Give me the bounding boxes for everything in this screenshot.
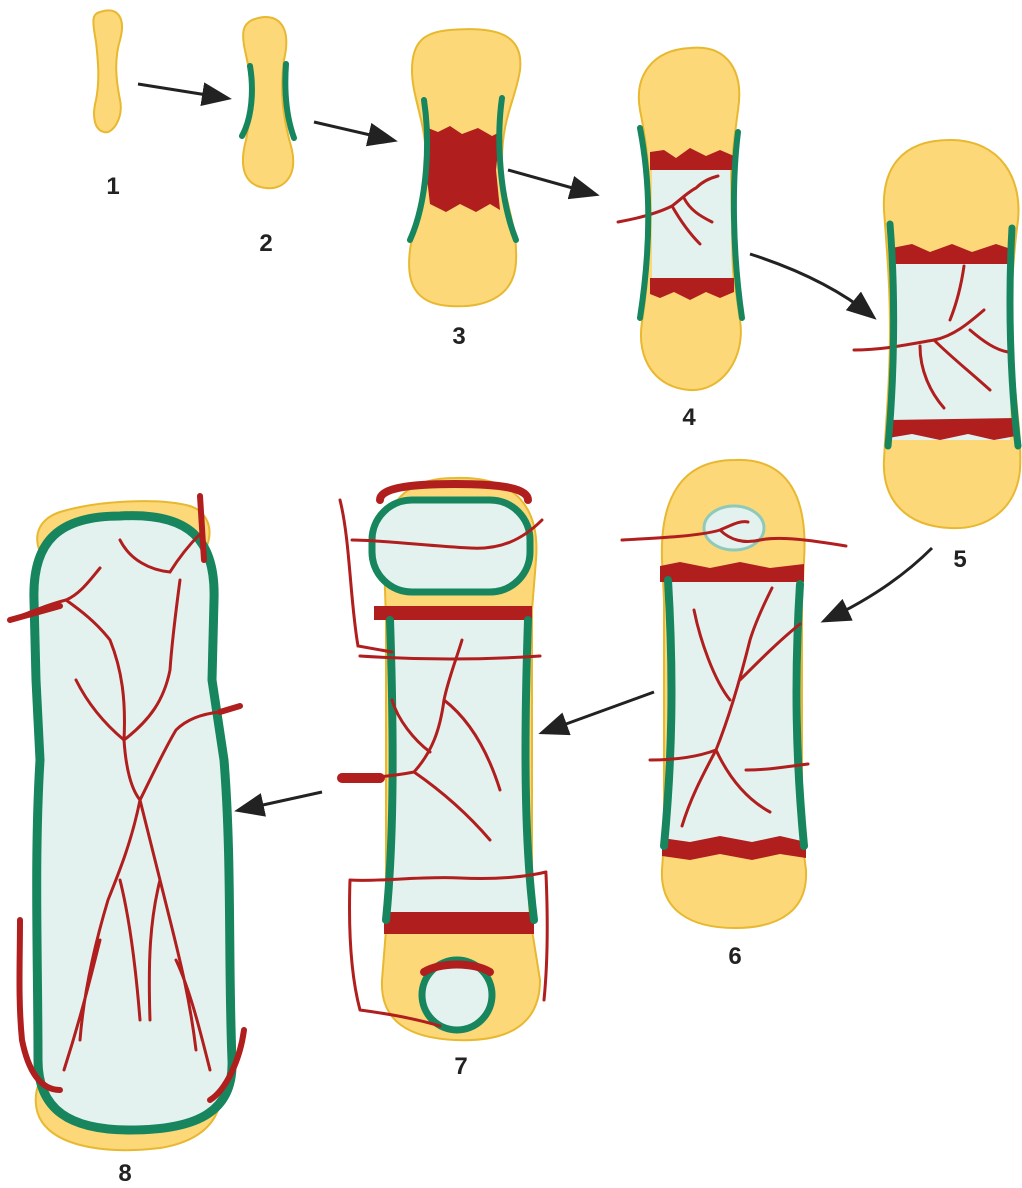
arrow-6-to-7 xyxy=(544,692,654,732)
arrow-1-to-2 xyxy=(138,84,226,98)
stage-label-3: 3 xyxy=(452,325,465,349)
stage-2-bone-collar xyxy=(242,17,294,188)
stage-label-8: 8 xyxy=(118,1162,131,1186)
stage-8-mature-bone xyxy=(10,496,244,1150)
stage-label-4: 4 xyxy=(682,406,695,430)
stage-label-7: 7 xyxy=(454,1055,467,1079)
stage-7-epiphyseal-plates xyxy=(340,478,547,1040)
arrow-3-to-4 xyxy=(508,170,594,194)
arrow-2-to-3 xyxy=(314,122,392,140)
stage-3-primary-center xyxy=(409,29,520,306)
arrow-7-to-8 xyxy=(240,792,322,810)
stage-6-secondary-center xyxy=(622,460,846,928)
stage-label-6: 6 xyxy=(728,945,741,969)
arrow-5-to-6 xyxy=(826,548,932,620)
arrow-4-to-5 xyxy=(750,254,872,316)
stage-label-5: 5 xyxy=(953,548,966,572)
stage-1-cartilage-model xyxy=(93,10,122,132)
stage-label-1: 1 xyxy=(106,175,119,199)
stage-4-vascular-invasion xyxy=(618,48,742,390)
progression-arrows xyxy=(138,84,932,810)
stage-label-2: 2 xyxy=(259,232,272,256)
stage-5-diaphysis-marrow xyxy=(854,140,1020,528)
